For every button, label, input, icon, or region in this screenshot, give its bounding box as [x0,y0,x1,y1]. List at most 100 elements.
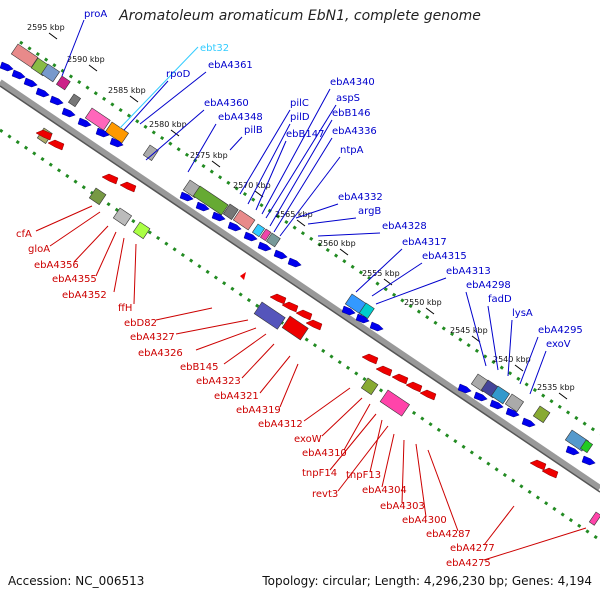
kbp-label: 2565 kbp [275,210,313,219]
forward-cds-arrow [195,201,210,212]
forward-leader-line [187,123,217,173]
kbp-tick [514,364,524,372]
forward-cds-arrow [457,383,472,394]
kbp-label: 2570 kbp [233,181,271,190]
reverse-gene-label: ebD82 [124,318,157,329]
reverse-gene-label: ebB145 [180,362,218,373]
reverse-gene-label: ebA4287 [426,529,471,540]
kbp-tick [339,248,349,256]
gene-block [142,144,159,161]
reverse-leader-line [195,327,257,351]
gene-block [358,302,375,319]
kbp-tick [48,32,58,40]
reverse-leader-line [329,413,377,471]
reverse-gene-label: ebA4323 [196,376,241,387]
reverse-leader-line [279,363,299,408]
forward-leader-line [119,46,199,129]
reverse-cds-arrow [305,319,323,331]
reverse-gene-label: ebA4355 [52,274,97,285]
forward-gene-label: ebA4348 [218,112,263,123]
forward-gene-label: ebA4340 [330,77,375,88]
forward-gene-label: lysA [512,308,533,319]
reverse-leader-line [483,505,515,546]
forward-leader-line [355,248,403,293]
forward-cds-arrow [109,137,124,148]
forward-gene-label: ebA4295 [538,325,583,336]
kbp-label: 2555 kbp [362,269,400,278]
forward-cds-arrow [179,191,194,202]
forward-leader-line [229,136,243,151]
forward-cds-arrow [369,321,384,332]
gene-block [281,315,309,341]
reverse-gene-label: ffH [118,303,132,314]
reverse-leader-line [381,433,395,488]
forward-cds-arrow [243,231,258,242]
reverse-leader-line [321,397,363,437]
forward-gene-label: ebA4332 [338,192,383,203]
gene-block [579,439,594,454]
forward-leader-line [139,71,207,125]
forward-leader-line [295,203,339,219]
forward-leader-line [239,109,291,195]
forward-cds-arrow [211,211,226,222]
kbp-tick [170,129,180,137]
gene-block [379,389,410,417]
reverse-gene-label: ebA4321 [214,391,259,402]
forward-gene-label: ebA4298 [466,280,511,291]
reverse-cds-arrow [541,467,559,479]
forward-leader-line [507,319,513,377]
forward-cds-arrow [95,127,110,138]
gene-block [222,203,239,220]
forward-leader-line [465,291,487,367]
gene-block [360,377,379,396]
forward-cds-arrow [61,107,76,118]
forward-cds-arrow [581,455,596,466]
forward-cds-arrow [489,399,504,410]
reverse-cds-arrow [391,373,409,385]
gene-blocks [0,43,600,526]
forward-cds-arrow [23,77,38,88]
gene-block [112,207,133,227]
gene-block [265,232,281,248]
reverse-gene-label: ebA4310 [302,448,347,459]
forward-cds-arrow [35,87,50,98]
topology-text: Topology: circular; Length: 4,296,230 bp… [262,574,592,588]
forward-cds-arrow [273,249,288,260]
reverse-leader-line [175,319,249,335]
forward-cds-arrow [49,95,64,106]
reverse-gene-label: cfA [16,229,32,240]
forward-leader-line [247,123,291,205]
reverse-cds-arrow [101,173,119,185]
reverse-cds-arrow [47,139,65,151]
forward-gene-label: rpoD [166,69,191,80]
forward-strand-labels: proAebt32rpoDebA4361ebA4360ebA4348pilBpi… [61,9,583,395]
forward-gene-label: aspS [336,93,360,104]
reverse-leader-line [241,343,275,379]
forward-gene-label: ebA4361 [208,60,253,71]
reverse-leader-line [369,419,383,473]
kbp-label: 2535 kbp [537,383,575,392]
forward-cds-arrow [505,407,520,418]
forward-gene-label: argB [358,206,381,217]
forward-gene-label: ebA4313 [446,266,491,277]
gene-block [10,43,39,68]
reverse-leader-line [49,211,101,247]
genome-backbone [0,79,600,491]
reverse-strand-labels: cfAgloAebA4356ebA4355ebA4352ffHebD82ebA4… [16,205,587,569]
reverse-gene-label: ebA4275 [446,558,491,569]
reverse-cds-arrow [281,301,299,313]
reverse-leader-line [427,449,459,532]
reverse-gene-label: tnpF14 [302,468,337,479]
reverse-gene-label: ebA4326 [138,348,183,359]
forward-leader-line [375,277,447,305]
reverse-leader-line [401,439,405,504]
forward-leader-line [529,350,547,395]
reverse-leader-line [73,225,109,263]
forward-gene-label: ebB146 [332,108,370,119]
forward-cds-arrow [257,241,272,252]
reverse-gene-label: exoW [294,434,322,445]
gene-block [67,93,82,108]
kbp-label: 2575 kbp [190,151,228,160]
forward-gene-label: pilC [290,98,309,109]
gene-block [532,405,551,424]
